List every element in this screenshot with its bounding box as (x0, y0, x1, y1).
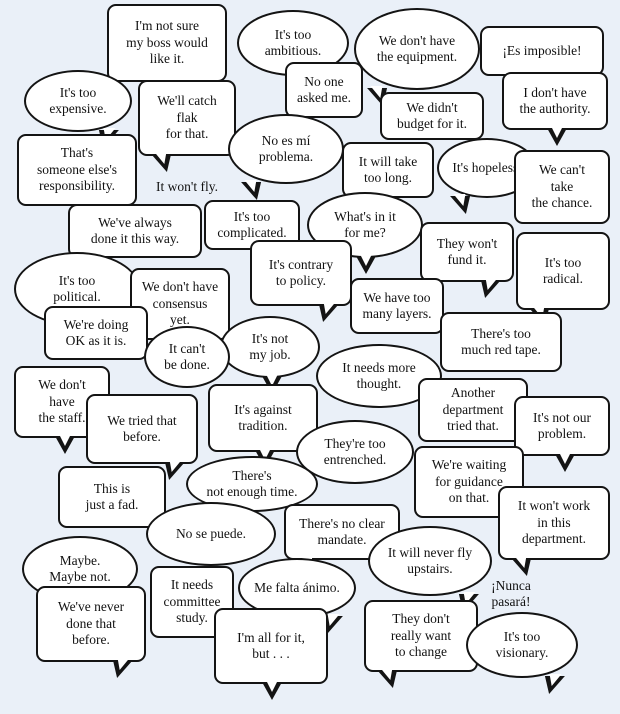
bubble-it-wont-work-in-this-department: It won't work in this department. (498, 486, 610, 576)
bubble-text: This is just a fad. (85, 480, 139, 512)
bubble-text: It's against tradition. (234, 401, 292, 433)
bubble-it-wont-fly: It won't fly. (143, 172, 231, 202)
bubble-text: It's not my job. (249, 330, 291, 362)
bubble-nunca-pasara: ¡Nunca pasará! (478, 568, 544, 620)
bubble-text: It's too political. (53, 272, 101, 304)
bubble-text: We have too many layers. (362, 289, 432, 321)
bubble-text: It's contrary to policy. (268, 256, 334, 288)
bubble-this-is-just-a-fad: This is just a fad. (58, 466, 166, 528)
bubble-text: It's too visionary. (495, 628, 549, 660)
bubble-text: There's no clear mandate. (299, 515, 385, 547)
bubble-text: There's not enough time. (206, 467, 298, 499)
bubble-were-doing-ok-as-it-is: We're doing OK as it is. (44, 306, 148, 360)
bubble-text: It's too expensive. (49, 84, 107, 116)
bubble-text: ¡Nunca pasará! (491, 577, 531, 609)
bubble-text: It won't work in this department. (517, 498, 591, 547)
bubble-weve-always-done-it-this-way: We've always done it this way. (68, 204, 202, 258)
bubble-text: It's not our problem. (533, 409, 591, 441)
bubble-thats-someone-elses-responsibility: That's someone else's responsibility. (17, 134, 137, 222)
bubble-im-not-sure-my-boss: I'm not sure my boss would like it. (107, 4, 227, 98)
bubble-text: We'll catch flak for that. (157, 93, 217, 142)
bubble-its-too-radical: It's too radical. (516, 232, 610, 326)
bubble-text: We've never done that before. (57, 599, 125, 648)
bubble-text: We're doing OK as it is. (63, 316, 129, 348)
bubble-text: It needs committee study. (163, 577, 221, 626)
bubble-we-have-too-many-layers: We have too many layers. (350, 278, 444, 334)
bubble-we-cant-take-the-chance: We can't take the chance. (514, 150, 610, 224)
bubble-text: We tried that before. (107, 412, 177, 444)
bubble-im-all-for-it-but: I'm all for it, but . . . (214, 608, 328, 700)
bubble-its-not-our-problem: It's not our problem. (514, 396, 610, 472)
bubble-another-department-tried-that: Another department tried that. (418, 378, 528, 442)
bubble-well-catch-flak: We'll catch flak for that. (138, 80, 236, 172)
bubble-text: It's too radical. (542, 254, 584, 286)
bubble-text: They're too entrenched. (323, 435, 387, 467)
bubble-we-tried-that-before: We tried that before. (86, 394, 198, 480)
bubble-no-one-asked-me: No one asked me. (285, 62, 363, 118)
bubble-text: What's in it for me? (334, 208, 396, 240)
bubble-es-imposible: ¡Es imposible! (480, 26, 604, 76)
bubble-text: We don't have the staff. (38, 377, 86, 426)
bubble-it-needs-more-thought: It needs more thought. (316, 344, 442, 408)
bubble-text: No se puede. (175, 525, 247, 541)
bubble-text: It's too ambitious. (264, 26, 322, 58)
bubble-theyre-too-entrenched: They're too entrenched. (296, 420, 414, 484)
bubble-its-too-visionary: It's too visionary. (466, 612, 578, 694)
bubble-text: It needs more thought. (342, 359, 416, 391)
bubble-text: We're waiting for guidance on that. (431, 457, 507, 506)
bubble-it-will-take-too-long: It will take too long. (342, 142, 434, 198)
bubble-text: I'm not sure my boss would like it. (126, 18, 208, 67)
bubble-text: We didn't budget for it. (396, 99, 468, 131)
bubble-no-se-puede: No se puede. (146, 502, 276, 566)
bubble-it-needs-committee-study: It needs committee study. (150, 566, 234, 638)
bubble-text: They won't fund it. (436, 235, 498, 267)
bubble-text: Another department tried that. (442, 385, 504, 434)
bubble-text: We can't take the chance. (531, 162, 593, 211)
bubble-it-cant-be-done: It can't be done. (144, 326, 230, 388)
bubble-text: Maybe. Maybe not. (49, 552, 111, 584)
bubble-text: There's too much red tape. (461, 325, 541, 357)
bubble-text: No one asked me. (297, 73, 351, 105)
bubble-we-dont-have-the-equipment: We don't have the equipment. (354, 8, 480, 106)
bubble-text: Me falta ánimo. (254, 579, 340, 595)
bubble-i-dont-have-the-authority: I don't have the authority. (502, 72, 608, 146)
bubble-weve-never-done-that-before: We've never done that before. (36, 586, 146, 678)
bubble-text: It won't fly. (156, 178, 218, 194)
bubble-text: No es mí problema. (258, 132, 314, 164)
bubble-they-dont-really-want-to-change: They don't really want to change (364, 600, 478, 688)
bubble-it-will-never-fly-upstairs: It will never fly upstairs. (368, 526, 492, 612)
bubble-text: We've always done it this way. (90, 214, 180, 246)
bubble-text: That's someone else's responsibility. (36, 145, 118, 194)
bubble-its-not-my-job: It's not my job. (220, 316, 320, 394)
bubble-they-wont-fund-it: They won't fund it. (420, 222, 514, 298)
bubble-theres-too-much-red-tape: There's too much red tape. (440, 312, 562, 372)
bubble-text: It's too complicated. (217, 208, 287, 240)
bubble-text: It will never fly upstairs. (387, 544, 473, 576)
bubble-we-didnt-budget-for-it: We didn't budget for it. (380, 92, 484, 140)
bubble-text: I'm all for it, but . . . (237, 629, 305, 661)
bubble-text: I don't have the authority. (519, 84, 591, 116)
bubble-text: We don't have the equipment. (376, 32, 458, 64)
bubble-text: They don't really want to change (390, 611, 452, 660)
bubble-no-es-mi-problema: No es mí problema. (228, 114, 344, 200)
bubble-its-contrary-to-policy: It's contrary to policy. (250, 240, 352, 322)
bubble-text: ¡Es imposible! (502, 42, 582, 58)
bubble-text: We don't have consensus yet. (141, 279, 219, 328)
bubble-its-too-expensive: It's too expensive. (24, 70, 132, 148)
bubble-text: It can't be done. (164, 340, 210, 372)
bubble-text: It's hopeless. (452, 159, 522, 175)
bubble-text: It will take too long. (358, 153, 418, 185)
